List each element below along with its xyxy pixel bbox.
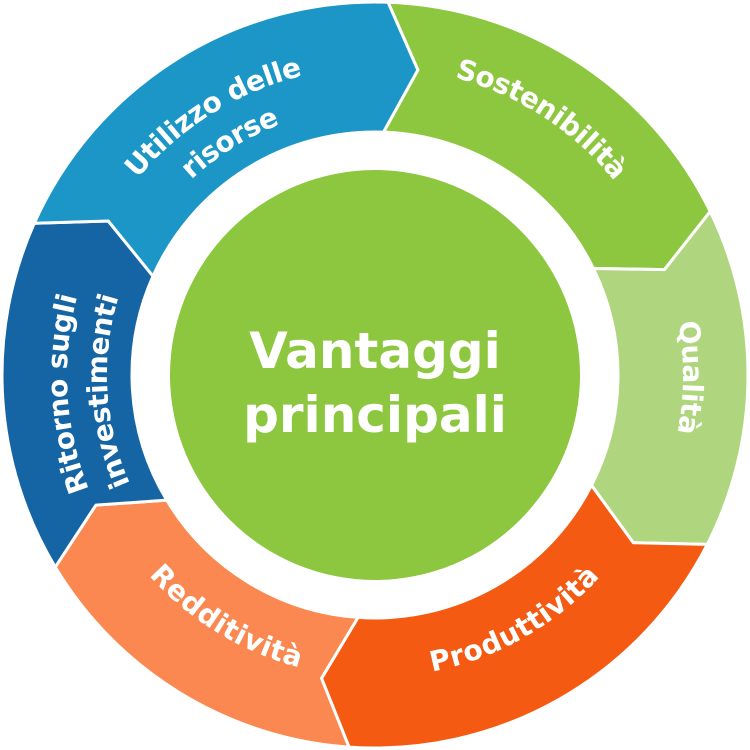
segment-utilizzo-shape [32,0,420,278]
segment-qualita: Qualità [590,209,750,546]
center-title-line-1: Vantaggi [249,322,501,380]
segment-qualita-label: Qualità [671,319,709,438]
center-circle [170,170,580,580]
segment-utilizzo: Utilizzo delle risorse [32,0,420,278]
center-title-line-2: principali [243,386,507,444]
segment-redditivita: Redditività [53,498,360,749]
center-hub: Vantaggi principali [170,170,580,580]
